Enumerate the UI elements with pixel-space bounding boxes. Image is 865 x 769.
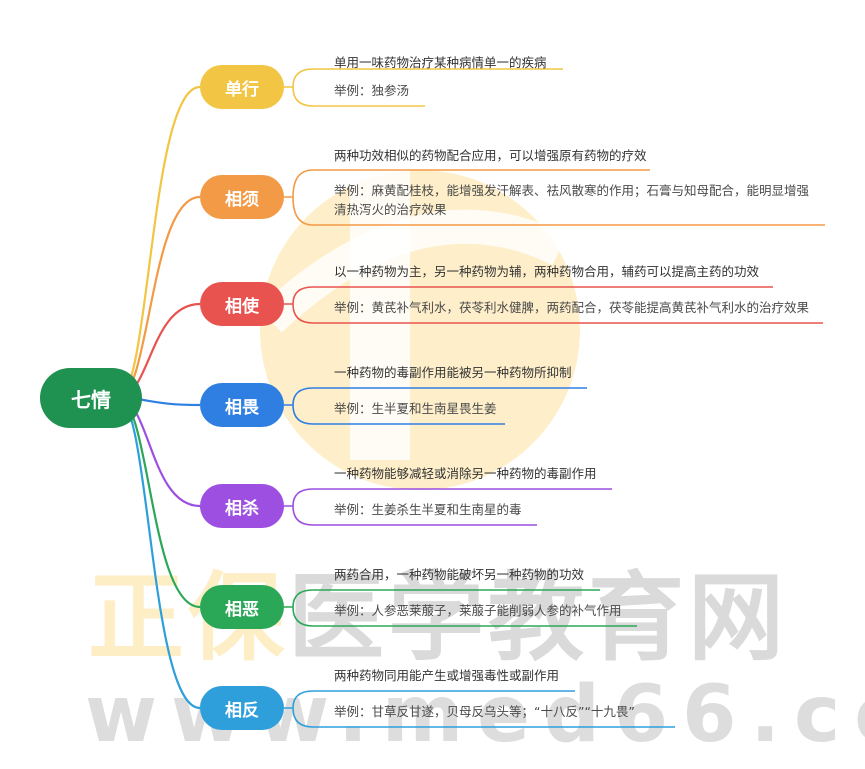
branch-example: 举例：生半夏和生南星畏生姜 [334, 401, 497, 416]
branch-example: 举例：人参恶莱菔子，莱菔子能削弱人参的补气作用 [334, 603, 622, 618]
brace-connector [284, 387, 314, 425]
branch-example: 举例：独参汤 [334, 83, 410, 98]
branch-node[interactable]: 相杀 [200, 484, 284, 528]
branch-definition: 两种药物同用能产生或增强毒性或副作用 [334, 668, 560, 683]
branch-node[interactable]: 相使 [200, 282, 284, 326]
brace-connector [284, 68, 314, 107]
branch-definition: 两药合用，一种药物能破坏另一种药物的功效 [334, 567, 585, 582]
brace-connector [284, 286, 314, 324]
branch-node[interactable]: 相恶 [200, 585, 284, 629]
brace-connector [284, 589, 314, 627]
brace-connector [284, 169, 314, 226]
root-node[interactable]: 七情 [40, 368, 142, 428]
branch-definition: 两种功效相似的药物配合应用，可以增强原有药物的疗效 [334, 148, 647, 163]
branch-node[interactable]: 相须 [200, 175, 284, 219]
root-connector [117, 195, 201, 400]
brace-connector [284, 690, 314, 728]
branch-definition: 一种药物能够减轻或消除另一种药物的毒副作用 [334, 466, 597, 481]
branch-example: 举例：生姜杀生半夏和生南星的毒 [334, 502, 522, 517]
branch-example: 举例：麻黄配桂枝，能增强发汗解表、祛风散寒的作用；石膏与知母配合，能明显增强清热… [334, 183, 810, 217]
branch-node[interactable]: 相畏 [200, 383, 284, 427]
root-connector [117, 396, 201, 710]
watermark-text-cn: 正保医学教育网 [88, 562, 788, 674]
branch-example: 举例：黄芪补气利水，茯苓利水健脾，两药配合，茯苓能提高黄芪补气利水的治疗效果 [334, 300, 810, 315]
branch-definition: 一种药物的毒副作用能被另一种药物所抑制 [334, 365, 572, 380]
branch-node[interactable]: 单行 [200, 65, 284, 109]
branch-definition: 以一种药物为主，另一种药物为辅，两种药物合用，辅药可以提高主药的功效 [334, 264, 760, 279]
branch-node[interactable]: 相反 [200, 686, 284, 730]
branch-definition: 单用一味药物治疗某种病情单一的疾病 [334, 55, 547, 70]
root-connector [117, 85, 201, 400]
branch-example: 举例：甘草反甘遂，贝母反乌头等；“十八反”“十九畏” [334, 704, 635, 719]
brace-connector [284, 488, 314, 526]
